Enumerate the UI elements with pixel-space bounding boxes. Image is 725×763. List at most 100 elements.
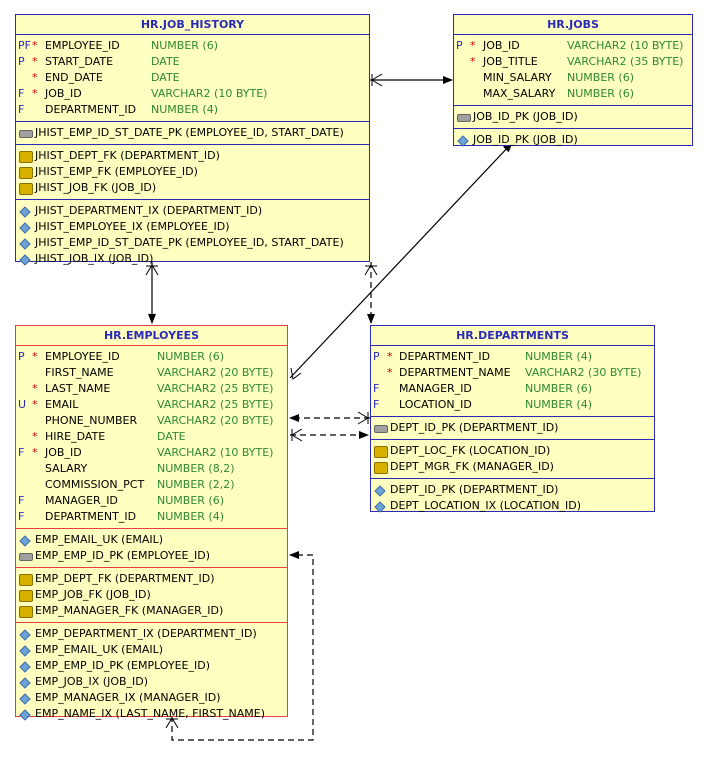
column-name: SALARY bbox=[45, 462, 88, 475]
foreign-key-row[interactable]: EMP_MANAGER_FK (MANAGER_ID) bbox=[16, 603, 287, 619]
column-name: JOB_TITLE bbox=[483, 55, 538, 68]
primary-keys-section: JHIST_EMP_ID_ST_DATE_PK (EMPLOYEE_ID, ST… bbox=[16, 121, 369, 144]
required-marker: * bbox=[387, 350, 393, 363]
foreign-key-row[interactable]: DEPT_LOC_FK (LOCATION_ID) bbox=[371, 443, 654, 459]
index-icon bbox=[19, 206, 31, 218]
index-row[interactable]: EMP_NAME_IX (LAST_NAME, FIRST_NAME) bbox=[16, 706, 287, 722]
index-row[interactable]: EMP_DEPARTMENT_IX (DEPARTMENT_ID) bbox=[16, 626, 287, 642]
required-marker: * bbox=[470, 55, 476, 68]
index-row[interactable]: JHIST_JOB_IX (JOB_ID) bbox=[16, 251, 369, 267]
indexes-section: JOB_ID_PK (JOB_ID) bbox=[454, 128, 692, 151]
key-row[interactable]: EMP_EMP_ID_PK (EMPLOYEE_ID) bbox=[16, 548, 287, 564]
foreign-keys-section: DEPT_LOC_FK (LOCATION_ID) DEPT_MGR_FK (MA… bbox=[371, 439, 654, 478]
key-row[interactable]: JHIST_EMP_ID_ST_DATE_PK (EMPLOYEE_ID, ST… bbox=[16, 125, 369, 141]
index-row[interactable]: EMP_EMAIL_UK (EMAIL) bbox=[16, 642, 287, 658]
index-row[interactable]: EMP_MANAGER_IX (MANAGER_ID) bbox=[16, 690, 287, 706]
column-type: NUMBER (4) bbox=[157, 510, 224, 523]
column-type: DATE bbox=[151, 71, 180, 84]
constraint-label: JHIST_EMP_ID_ST_DATE_PK (EMPLOYEE_ID, ST… bbox=[35, 236, 344, 249]
foreign-key-row[interactable]: DEPT_MGR_FK (MANAGER_ID) bbox=[371, 459, 654, 475]
foreign-key-row[interactable]: JHIST_EMP_FK (EMPLOYEE_ID) bbox=[16, 164, 369, 180]
column-name: FIRST_NAME bbox=[45, 366, 114, 379]
index-row[interactable]: DEPT_ID_PK (DEPARTMENT_ID) bbox=[371, 482, 654, 498]
constraint-label: DEPT_ID_PK (DEPARTMENT_ID) bbox=[390, 483, 559, 496]
key-flag: F bbox=[18, 87, 25, 100]
foreign-key-icon bbox=[374, 446, 388, 458]
index-row[interactable]: JHIST_EMP_ID_ST_DATE_PK (EMPLOYEE_ID, ST… bbox=[16, 235, 369, 251]
index-icon bbox=[19, 254, 31, 266]
required-marker: * bbox=[32, 430, 38, 443]
table-title: HR.JOBS bbox=[454, 15, 692, 35]
constraint-label: DEPT_LOC_FK (LOCATION_ID) bbox=[390, 444, 551, 457]
key-icon bbox=[457, 114, 471, 122]
required-marker: * bbox=[32, 71, 38, 84]
key-flag: F bbox=[373, 398, 380, 411]
index-icon bbox=[19, 222, 31, 234]
constraint-label: EMP_EMP_ID_PK (EMPLOYEE_ID) bbox=[35, 659, 210, 672]
index-row[interactable]: EMP_EMP_ID_PK (EMPLOYEE_ID) bbox=[16, 658, 287, 674]
key-row[interactable]: EMP_EMAIL_UK (EMAIL) bbox=[16, 532, 287, 548]
index-row[interactable]: EMP_JOB_IX (JOB_ID) bbox=[16, 674, 287, 690]
column-row[interactable]: * JOB_TITLE VARCHAR2 (35 BYTE) bbox=[454, 54, 692, 70]
constraint-label: DEPT_LOCATION_IX (LOCATION_ID) bbox=[390, 499, 582, 512]
column-type: NUMBER (6) bbox=[567, 87, 634, 100]
column-type: NUMBER (6) bbox=[567, 71, 634, 84]
key-flag: F bbox=[18, 103, 25, 116]
column-name: DEPARTMENT_ID bbox=[399, 350, 491, 363]
foreign-key-row[interactable]: EMP_JOB_FK (JOB_ID) bbox=[16, 587, 287, 603]
key-flag: F bbox=[18, 510, 25, 523]
key-row[interactable]: DEPT_ID_PK (DEPARTMENT_ID) bbox=[371, 420, 654, 436]
foreign-key-row[interactable]: JHIST_JOB_FK (JOB_ID) bbox=[16, 180, 369, 196]
key-icon bbox=[19, 130, 33, 138]
index-row[interactable]: JOB_ID_PK (JOB_ID) bbox=[454, 132, 692, 148]
constraint-label: JHIST_DEPARTMENT_IX (DEPARTMENT_ID) bbox=[35, 204, 263, 217]
column-type: DATE bbox=[157, 430, 186, 443]
key-row[interactable]: JOB_ID_PK (JOB_ID) bbox=[454, 109, 692, 125]
column-type: VARCHAR2 (35 BYTE) bbox=[567, 55, 684, 68]
column-row[interactable]: * HIRE_DATE DATE bbox=[16, 429, 287, 445]
column-type: NUMBER (6) bbox=[157, 494, 224, 507]
required-marker: * bbox=[470, 39, 476, 52]
index-row[interactable]: DEPT_LOCATION_IX (LOCATION_ID) bbox=[371, 498, 654, 514]
constraint-label: EMP_JOB_IX (JOB_ID) bbox=[35, 675, 149, 688]
index-row[interactable]: JHIST_EMPLOYEE_IX (EMPLOYEE_ID) bbox=[16, 219, 369, 235]
index-row[interactable]: JHIST_DEPARTMENT_IX (DEPARTMENT_ID) bbox=[16, 203, 369, 219]
key-icon bbox=[374, 425, 388, 433]
index-icon bbox=[457, 135, 469, 147]
column-name: HIRE_DATE bbox=[45, 430, 106, 443]
foreign-key-row[interactable]: EMP_DEPT_FK (DEPARTMENT_ID) bbox=[16, 571, 287, 587]
column-type: NUMBER (6) bbox=[151, 39, 218, 52]
rel-jhist-job bbox=[370, 73, 453, 87]
foreign-key-icon bbox=[374, 462, 388, 474]
column-type: VARCHAR2 (10 BYTE) bbox=[567, 39, 684, 52]
foreign-key-row[interactable]: JHIST_DEPT_FK (DEPARTMENT_ID) bbox=[16, 148, 369, 164]
